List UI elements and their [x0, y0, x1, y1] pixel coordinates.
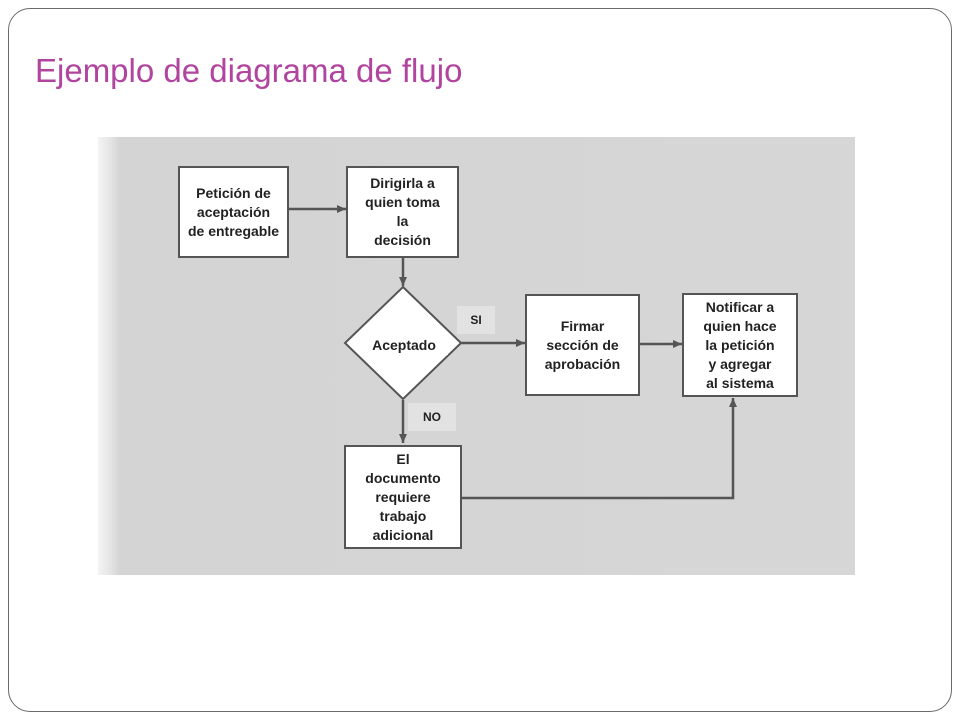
- arrow-documento-to-notificar: [462, 398, 737, 500]
- node-documento-label: El documento requiere trabajo adicional: [365, 450, 441, 543]
- node-notificar-label: Notificar a quien hace la petición y agr…: [703, 298, 777, 391]
- node-notificar: Notificar a quien hace la petición y agr…: [682, 293, 798, 397]
- node-dirigirla-label: Dirigirla a quien toma la decisión: [365, 175, 440, 248]
- branch-label-si: SI: [457, 306, 495, 334]
- node-dirigirla: Dirigirla a quien toma la decisión: [346, 166, 459, 258]
- node-firmar: Firmar sección de aprobación: [525, 294, 640, 396]
- node-peticion: Petición de aceptación de entregable: [178, 166, 289, 258]
- node-aceptado-label: Aceptado: [360, 335, 448, 355]
- slide-title: Ejemplo de diagrama de flujo: [35, 52, 463, 89]
- branch-label-no: NO: [408, 403, 456, 431]
- node-firmar-label: Firmar sección de aprobación: [544, 317, 621, 372]
- node-peticion-label: Petición de aceptación de entregable: [187, 184, 280, 239]
- node-documento: El documento requiere trabajo adicional: [344, 445, 462, 549]
